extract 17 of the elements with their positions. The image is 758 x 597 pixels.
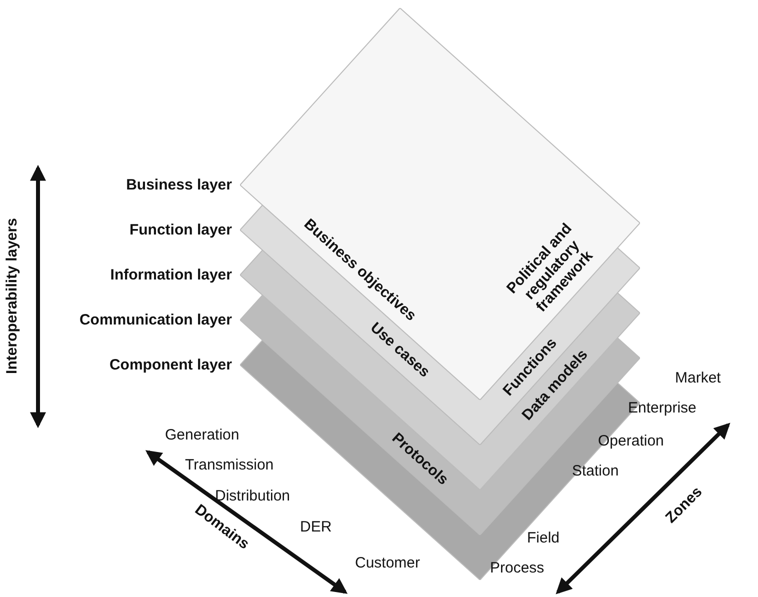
domain-name: Distribution — [215, 488, 290, 504]
zone-name: Operation — [598, 432, 664, 450]
layer-name: Business layer — [126, 176, 232, 194]
axis-title: Interoperability layers — [4, 218, 20, 374]
zone-name: Enterprise — [628, 400, 696, 416]
domain-name: DER — [300, 518, 332, 536]
domain-name: Generation — [165, 426, 240, 444]
zone-name: Station — [572, 462, 619, 480]
domain-name: Transmission — [185, 456, 274, 474]
layer-name: Component layer — [109, 356, 232, 374]
layer-name: Information layer — [110, 266, 232, 284]
layer-name: Function layer — [129, 222, 232, 238]
zone-name: Field — [527, 530, 560, 546]
zone-name: Market — [675, 370, 721, 386]
layer-name: Communication layer — [79, 312, 232, 328]
domain-name: Customer — [355, 554, 420, 572]
zone-name: Process — [490, 560, 544, 576]
